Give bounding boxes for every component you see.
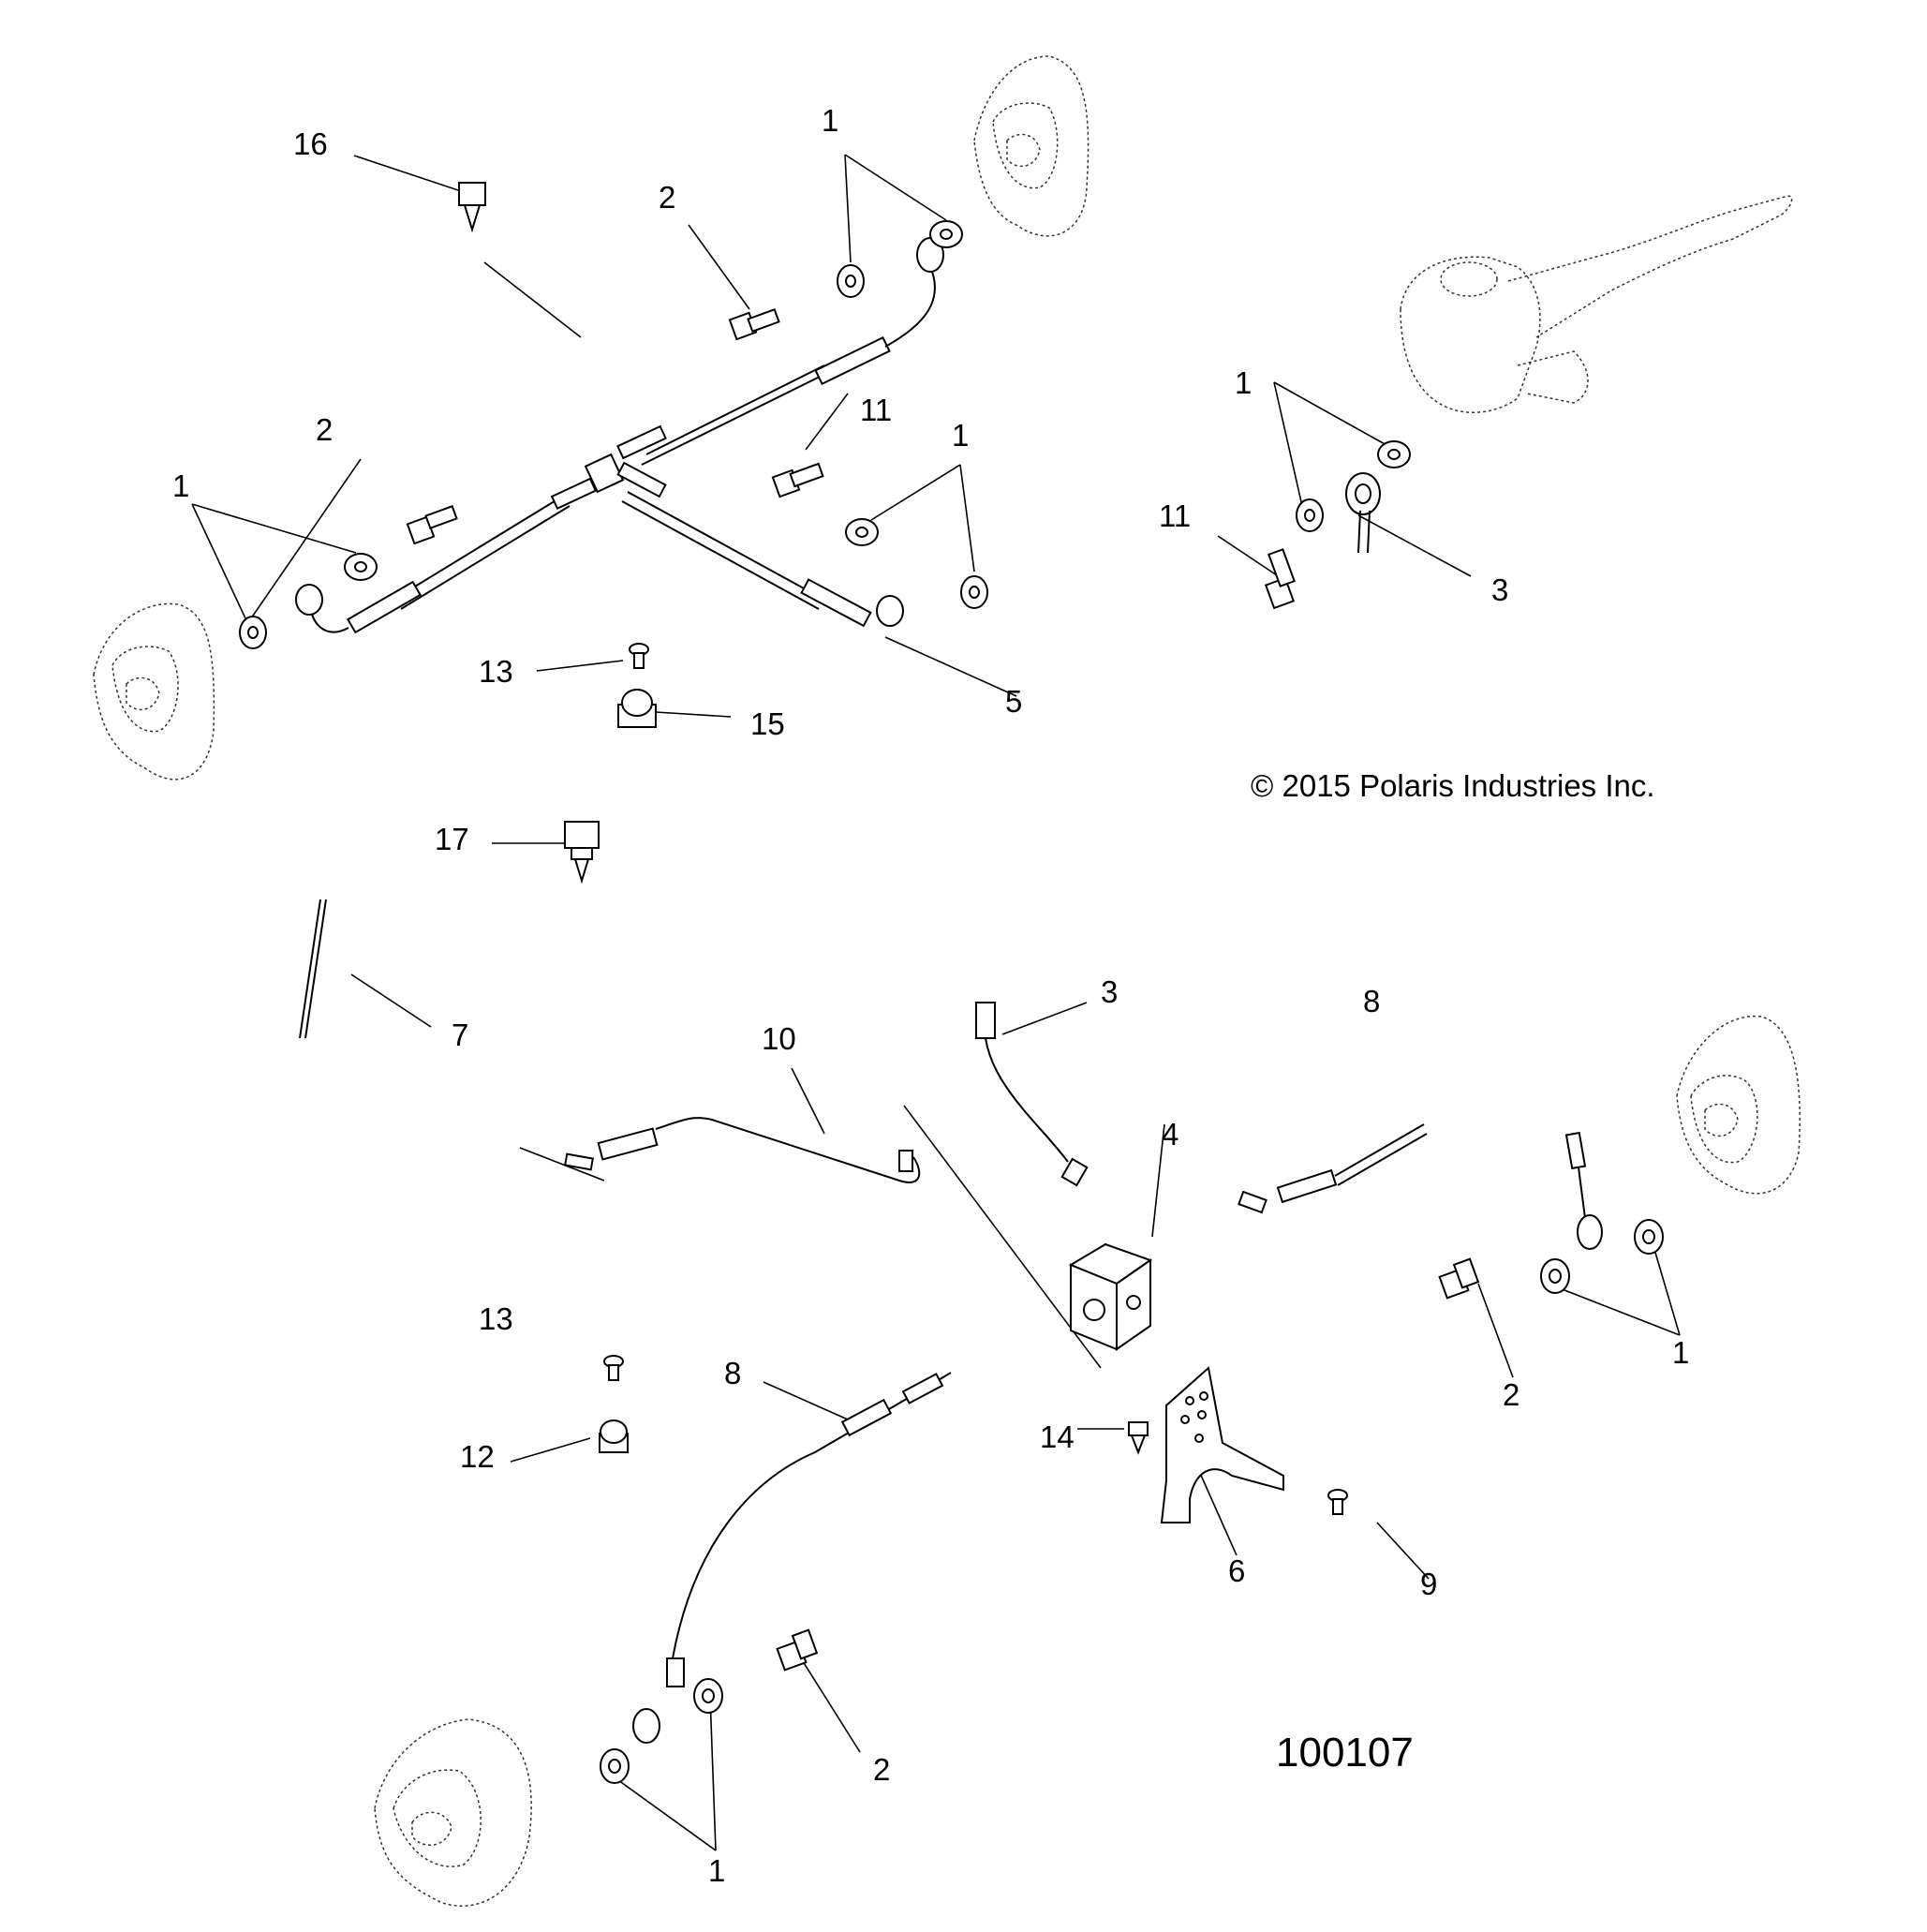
- callout-1: 1: [1672, 1335, 1689, 1370]
- leader-lines: [191, 154, 1681, 1851]
- bolts: [406, 182, 1480, 1672]
- hose-3-lower: [975, 1002, 1089, 1187]
- callout-2: 2: [1503, 1377, 1519, 1412]
- caliper-left: [93, 602, 215, 780]
- callout-3: 3: [1101, 974, 1118, 1009]
- bracket-6: [1160, 1366, 1284, 1523]
- screw-icon-13b: [603, 1355, 624, 1381]
- rod-7: [299, 899, 321, 1039]
- screw-icon-13a: [629, 643, 649, 669]
- caliper-upper-right: [973, 55, 1089, 237]
- callout-1: 1: [822, 103, 838, 138]
- callout-11: 11: [1159, 498, 1191, 533]
- callout-2: 2: [316, 412, 333, 447]
- callout-13: 13: [479, 1301, 513, 1336]
- clip-icon-12: [599, 1419, 629, 1453]
- callout-1: 1: [1235, 365, 1252, 400]
- callout-5: 5: [1005, 684, 1022, 719]
- callout-12: 12: [460, 1439, 495, 1474]
- hose-right-caliper: [1564, 1131, 1603, 1250]
- callout-15: 15: [750, 706, 785, 741]
- bolt-icon-16: [458, 182, 486, 233]
- washers: [239, 220, 1664, 1784]
- hose-3-upper: [1357, 510, 1361, 554]
- clips: [564, 689, 657, 1453]
- callout-13: 13: [479, 654, 513, 689]
- callout-10: 10: [762, 1021, 796, 1056]
- brake-tee-block: [584, 453, 625, 494]
- callout-labels: 16 2 1 2 1 11 1 13 15 5 1 11 3 17 7 3 10…: [172, 103, 1689, 1888]
- callout-8: 8: [724, 1356, 741, 1390]
- callout-14: 14: [1040, 1419, 1075, 1454]
- hose-8-upper: [1238, 1123, 1428, 1214]
- caliper-lower-right: [1676, 1015, 1801, 1195]
- callout-4: 4: [1162, 1117, 1178, 1152]
- bolt-icon-2b: [406, 505, 458, 545]
- bolt-icon-11b: [1264, 548, 1296, 610]
- bolt-icon-2d: [776, 1628, 819, 1672]
- banjo-fitting-5: [876, 595, 904, 627]
- clip-icon-15: [617, 689, 657, 728]
- callout-7: 7: [452, 1018, 468, 1052]
- clip-icon-17: [564, 821, 600, 884]
- callout-17: 17: [435, 822, 469, 856]
- banjo-fitting-left: [295, 584, 323, 616]
- hose-10: [564, 1117, 921, 1183]
- callout-9: 9: [1420, 1567, 1437, 1601]
- screw-icon-14: [1128, 1421, 1149, 1455]
- hose-8-lower: [632, 1372, 952, 1744]
- bolt-icon-2c: [1438, 1257, 1480, 1300]
- callout-6: 6: [1228, 1553, 1245, 1588]
- bolt-icon-2a: [728, 308, 780, 341]
- caliper-lower-left: [374, 1718, 532, 1907]
- callout-2: 2: [659, 180, 675, 215]
- screw-icon-9: [1327, 1489, 1348, 1515]
- callout-8: 8: [1363, 984, 1380, 1018]
- copyright-notice: © 2015 Polaris Industries Inc.: [1251, 768, 1655, 803]
- master-cylinder-lever: [1400, 195, 1793, 413]
- callout-2: 2: [873, 1752, 890, 1787]
- drawing-number: 100107: [1276, 1730, 1414, 1776]
- junction-block-4: [1068, 1242, 1153, 1351]
- front-brake-hose-assembly: [295, 237, 944, 634]
- callout-1: 1: [952, 418, 969, 453]
- callout-11: 11: [860, 393, 892, 427]
- callout-16: 16: [293, 126, 328, 161]
- callout-3: 3: [1491, 572, 1508, 607]
- callout-1: 1: [172, 468, 189, 503]
- callout-1: 1: [708, 1853, 725, 1888]
- bolt-icon-11a: [771, 462, 824, 498]
